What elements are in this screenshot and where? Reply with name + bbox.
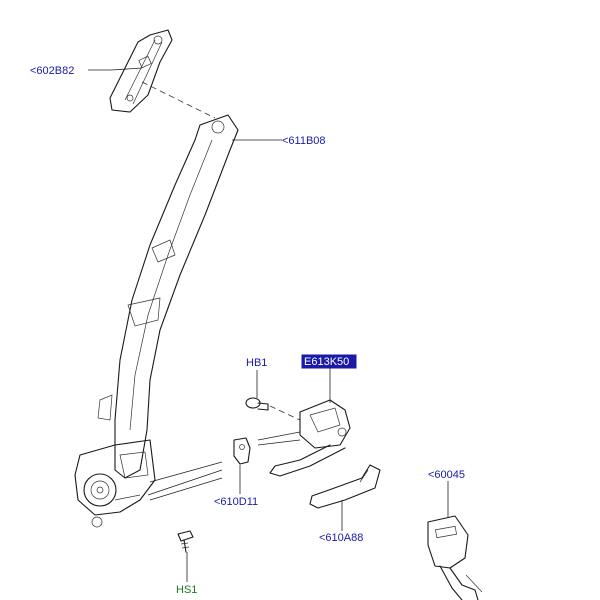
callout-HB1[interactable]: HB1 bbox=[246, 357, 267, 369]
callout-E613K50[interactable]: E613K50 bbox=[304, 356, 349, 368]
callout-E613K50-highlight bbox=[301, 354, 357, 369]
callout-602B82[interactable]: <602B82 bbox=[30, 65, 74, 77]
buckle-receiver-60045-part[interactable] bbox=[427, 515, 483, 600]
bolt-HB1-part[interactable] bbox=[245, 397, 269, 411]
assembly-dashed-line bbox=[141, 81, 216, 119]
retractor-part[interactable] bbox=[74, 439, 156, 528]
leader-buckle-b bbox=[257, 439, 301, 446]
leader-buckle-a bbox=[257, 431, 301, 441]
leader-602B82 bbox=[88, 67, 143, 71]
clip-610D11-part[interactable] bbox=[233, 437, 251, 465]
bolt-dashed-line bbox=[269, 405, 301, 421]
trim-cover-610A88-part[interactable] bbox=[309, 464, 381, 509]
callout-610A88[interactable]: <610A88 bbox=[319, 532, 363, 544]
callout-HS1[interactable]: HS1 bbox=[176, 584, 197, 596]
callout-611B08[interactable]: <611B08 bbox=[282, 135, 326, 147]
buckle-assembly-part[interactable] bbox=[269, 399, 351, 477]
seat-belt-webbing-part[interactable] bbox=[97, 114, 239, 479]
leader-610D11-b bbox=[147, 469, 223, 496]
leader-610D11-c bbox=[149, 477, 223, 501]
height-adjuster-part[interactable] bbox=[109, 29, 173, 113]
screw-HS1-part[interactable] bbox=[177, 530, 194, 553]
callout-60045[interactable]: <60045 bbox=[428, 469, 465, 481]
callout-610D11[interactable]: <610D11 bbox=[214, 496, 258, 508]
leader-610D11-a bbox=[149, 461, 223, 483]
